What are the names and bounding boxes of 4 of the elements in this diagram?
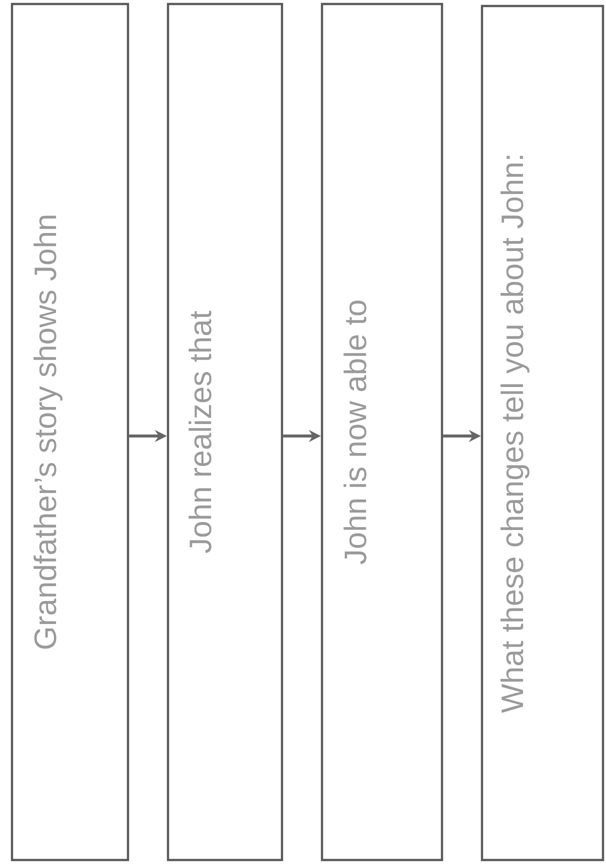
text-box: John is now able to xyxy=(320,2,444,862)
text-box: What these changes tell you about John: xyxy=(480,4,604,862)
text-box: John realizes that xyxy=(166,2,284,862)
text-box: Grandfather’s story shows John xyxy=(10,2,130,862)
